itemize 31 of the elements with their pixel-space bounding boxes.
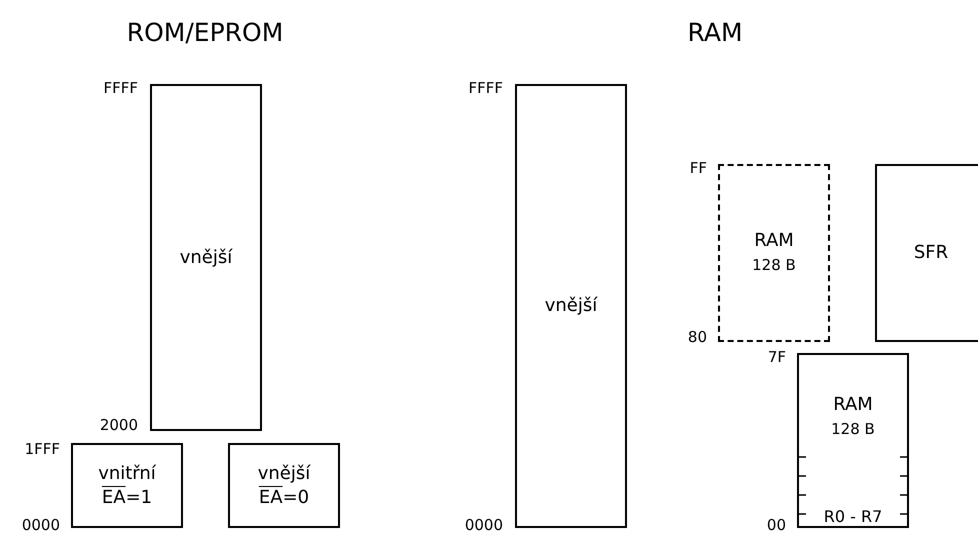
memory-block <box>718 164 830 342</box>
section-heading: RAM <box>687 18 743 47</box>
memory-block <box>875 164 978 342</box>
region-label: 128 B <box>752 255 796 276</box>
address-label: 80 <box>686 329 707 345</box>
region-label: RAM <box>833 393 873 417</box>
address-label: 0000 <box>20 517 60 533</box>
address-label: 0000 <box>464 517 503 533</box>
region-label: EA=1 <box>102 486 152 510</box>
address-label: FFFF <box>467 80 503 96</box>
section-heading: ROM/EPROM <box>126 18 284 47</box>
region-label: vnější <box>258 462 310 486</box>
memory-block <box>515 84 627 528</box>
address-label: 00 <box>766 517 786 533</box>
address-label: FF <box>688 160 707 176</box>
region-label: vnitřní <box>98 462 156 486</box>
region-label: EA=0 <box>258 486 310 510</box>
region-label: 128 B <box>831 419 875 440</box>
region-label: SFR <box>914 241 948 265</box>
address-label: 1FFF <box>24 441 60 457</box>
address-label: FFFF <box>102 80 138 96</box>
memory-block <box>228 443 340 528</box>
region-label: vnější <box>180 246 232 270</box>
memory-block <box>797 353 909 528</box>
region-label: vnější <box>544 294 598 318</box>
memory-block <box>150 84 262 431</box>
address-label: 7F <box>766 349 786 365</box>
memory-block <box>71 443 183 528</box>
region-label: R0 - R7 <box>824 506 882 528</box>
address-label: 2000 <box>98 417 138 433</box>
region-label: RAM <box>754 229 794 253</box>
